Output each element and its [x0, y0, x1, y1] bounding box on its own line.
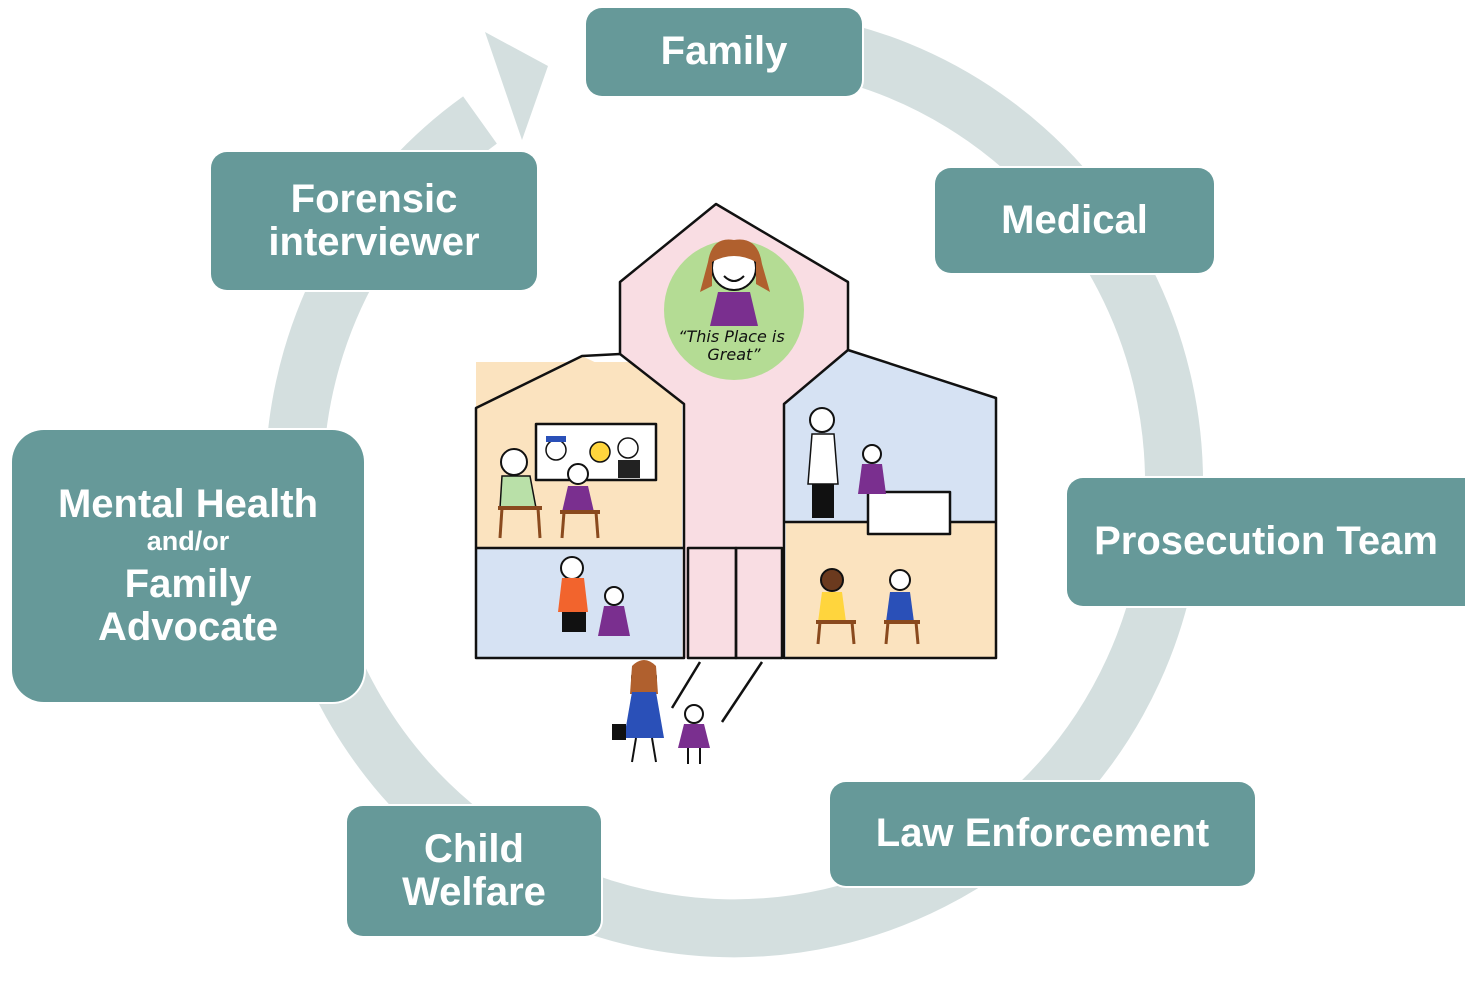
badge-body: [710, 292, 758, 326]
badge-smile: [723, 275, 745, 282]
front-path: [670, 661, 764, 723]
and-or-label: and/or: [146, 525, 230, 556]
medical-room-figures: [807, 407, 886, 518]
law-enforcement-label: Law Enforcement: [875, 811, 1210, 856]
room-bottom-right: [786, 522, 996, 658]
prosecution-team-label: Prosecution Team: [1094, 519, 1438, 564]
left-wing-outline: [474, 352, 686, 660]
family-label: Family: [660, 29, 788, 74]
right-wing-outline: [782, 348, 998, 660]
mental-health-label: Mental Health: [57, 481, 319, 526]
forensic-label-line-1: Forensic: [290, 176, 458, 221]
badge-caption-line-1: “This Place is: [678, 327, 784, 346]
forensic-interviewer-box: Forensic interviewer: [211, 152, 537, 290]
badge-caption: “This Place is Great”: [678, 327, 790, 364]
mental-health-advocate-box: Mental Health and/or Family Advocate: [12, 430, 364, 702]
parent-and-child-figures: [612, 660, 710, 764]
medical-box: Medical: [935, 168, 1214, 273]
prosecution-team-box: Prosecution Team: [1067, 478, 1465, 606]
child-welfare-box: Child Welfare: [347, 806, 601, 936]
forensic-label-line-2: interviewer: [268, 220, 480, 264]
cycle-arrowhead: [485, 32, 548, 140]
tower-outline: [618, 202, 850, 354]
law-enforcement-box: Law Enforcement: [830, 782, 1255, 886]
child-welfare-label-line-2: Welfare: [402, 870, 546, 914]
badge-hair: [700, 239, 770, 292]
interview-room-figures: [498, 436, 640, 539]
family-advocate-label-line-1: Family: [124, 561, 252, 606]
medical-label: Medical: [1001, 197, 1148, 242]
exam-desk: [866, 490, 952, 536]
family-box: Family: [586, 8, 862, 96]
therapy-room-figures: [816, 568, 920, 645]
family-advocate-label-line-2: Advocate: [97, 605, 279, 650]
badge-caption-line-2: Great”: [707, 345, 761, 364]
front-door-right: [734, 546, 784, 660]
child-welfare-label-line-1: Child: [424, 826, 524, 871]
advocate-room-figures: [558, 556, 630, 636]
